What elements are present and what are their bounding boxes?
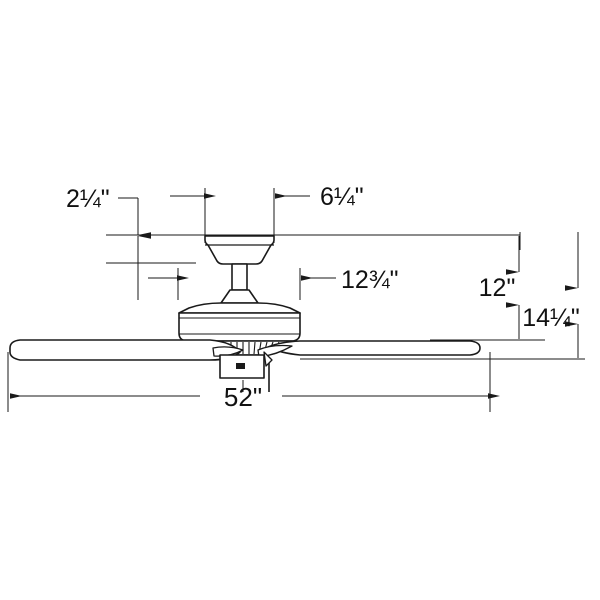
blade-span-label: 52" — [224, 382, 262, 412]
dimension-housing-width: 12¾" — [148, 266, 399, 294]
motor-coupling — [220, 289, 259, 304]
fan-blade-right — [267, 340, 481, 356]
dimension-canopy-width: 6¼" — [170, 183, 364, 211]
overall-height-label: 14¼" — [522, 304, 580, 332]
canopy-width-label: 6¼" — [320, 183, 364, 211]
fan-blade-left — [9, 339, 241, 361]
switch-housing-detail — [236, 363, 245, 369]
dimension-overall-height: 14¼" — [522, 232, 580, 358]
downrod — [231, 263, 248, 291]
ceiling-to-blade-label: 12" — [479, 274, 516, 302]
dimension-ceiling-to-blade: 12" — [479, 236, 520, 339]
dimension-canopy-height: 2¼" — [66, 185, 151, 300]
housing-width-label: 12¾" — [341, 266, 399, 294]
canopy — [204, 235, 275, 265]
extension-lines — [7, 188, 585, 412]
ceiling-fan-assembly — [9, 235, 481, 392]
motor-housing-bands — [179, 317, 300, 335]
motor-housing-top — [178, 302, 301, 314]
motor-housing — [178, 312, 301, 342]
dimension-blade-span: 52" — [10, 382, 501, 412]
canopy-height-label: 2¼" — [66, 185, 110, 213]
